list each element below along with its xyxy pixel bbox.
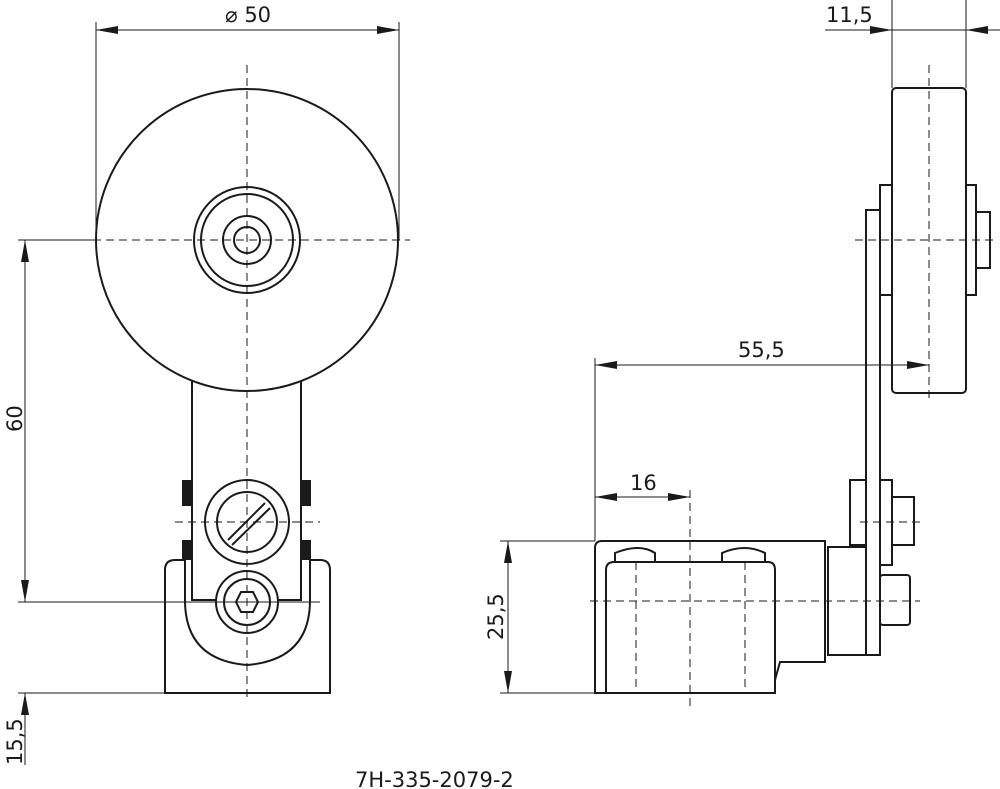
body-height-dimension: 25,5 [484,593,508,640]
actuator-housing [827,546,867,656]
screw-heads [614,547,766,562]
height-dimension: 60 [3,405,27,432]
lever-plate [865,209,881,656]
part-number: 7H-335-2079-2 [355,768,514,789]
side-view: 11,5 55,5 16 25,5 [484,0,1000,710]
lever-length-dimension: 55,5 [738,338,785,362]
front-view: ⌀ 50 60 15,5 [3,3,410,765]
offset-dimension: 16 [630,471,657,495]
diameter-dimension: ⌀ 50 [225,3,271,27]
base-offset-dimension: 15,5 [3,718,27,765]
width-dimension: 11,5 [826,3,873,27]
